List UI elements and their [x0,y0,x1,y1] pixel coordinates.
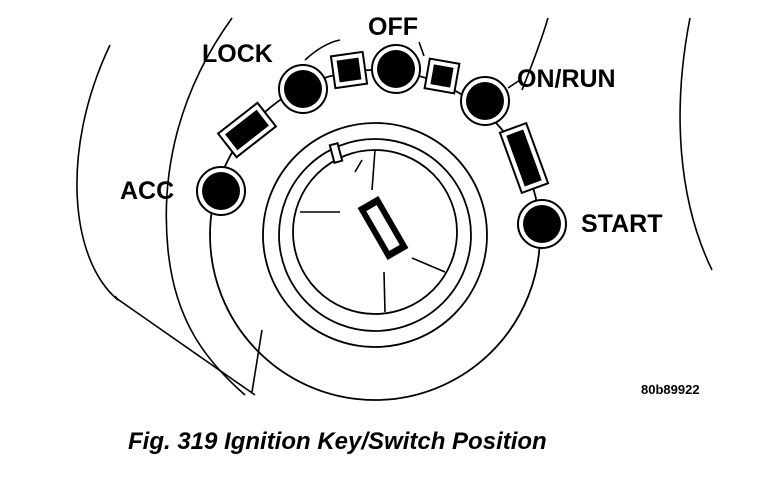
lock-label: LOCK [202,40,273,68]
position-lamps [196,44,567,249]
acc-lamp [196,166,246,216]
indicator-windows [216,50,550,195]
off-label: OFF [368,13,418,41]
position-notch [328,142,344,164]
off-leader-line [418,41,425,57]
key-slot [357,196,409,260]
off-on-window [423,57,461,95]
bezel-inner-ring [278,138,472,332]
on-run-label: ON/RUN [517,65,616,93]
acc-label: ACC [120,177,174,205]
dash-contour-lines [76,17,713,396]
on-run-lamp [460,76,510,126]
start-lamp [517,199,567,249]
on-run-leader-line [507,79,521,89]
lock-lamp [278,64,328,114]
figure-caption: Fig. 319 Ignition Key/Switch Position [128,428,547,455]
acc-lock-window [216,101,278,159]
bezel-middle-ring [262,122,488,348]
start-label: START [581,210,662,238]
lock-off-window [329,50,369,90]
on-start-window [498,121,550,195]
image-code: 80b89922 [641,382,700,397]
off-lamp [371,44,421,94]
